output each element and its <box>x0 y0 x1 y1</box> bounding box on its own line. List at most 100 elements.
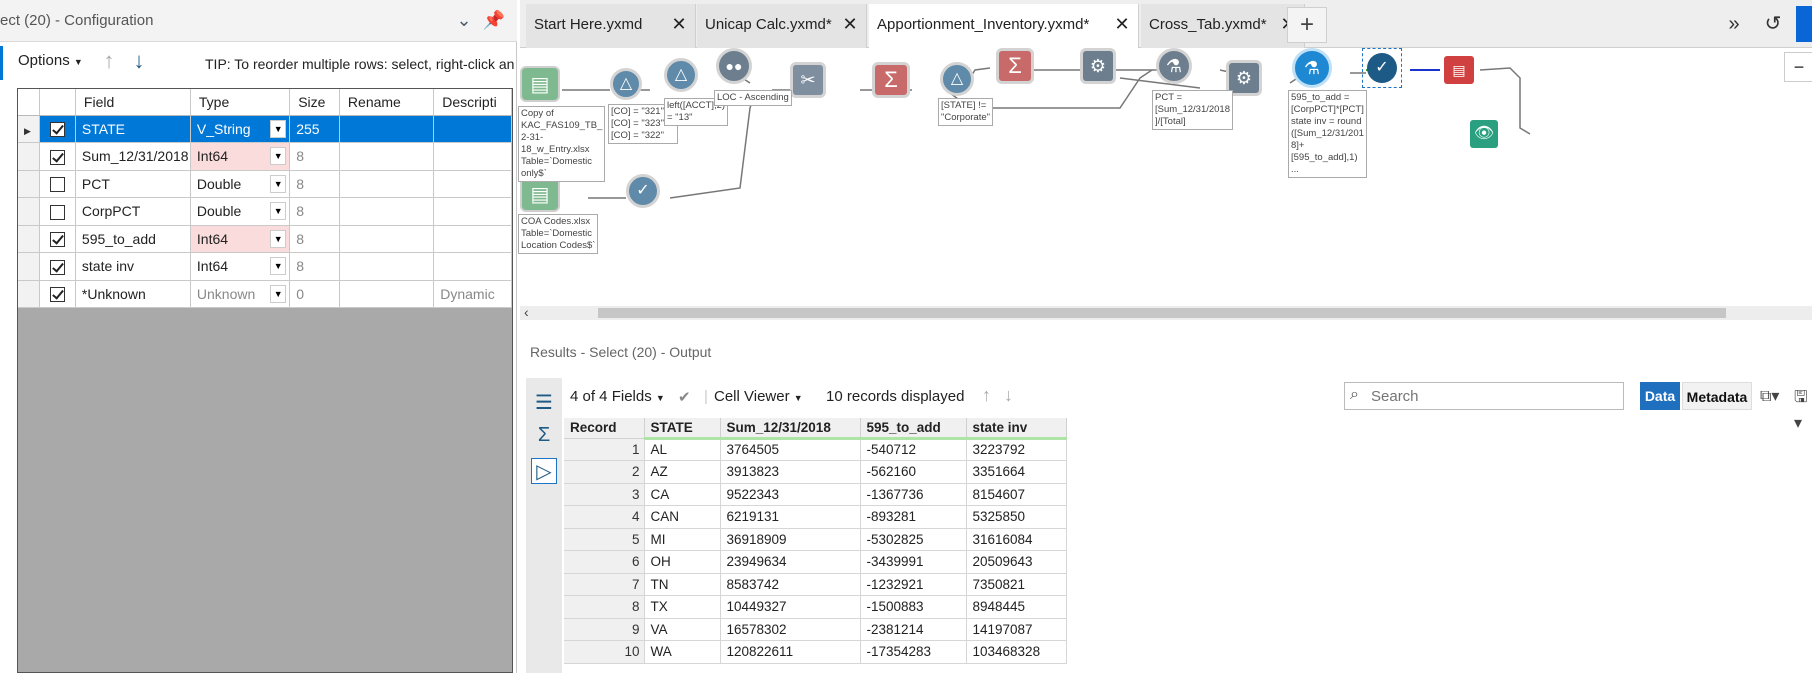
row-checkbox-cell[interactable] <box>39 115 76 143</box>
table-view-icon[interactable]: ☰ <box>535 392 553 414</box>
add-cell[interactable]: -1232921 <box>860 573 967 596</box>
row-checkbox-cell[interactable] <box>39 225 76 253</box>
search-input[interactable] <box>1371 386 1621 406</box>
add-cell[interactable]: -1367736 <box>860 483 967 506</box>
field-size[interactable]: 8 <box>289 142 340 171</box>
summarize-icon[interactable]: Σ <box>872 62 910 98</box>
field-rename[interactable] <box>339 197 435 226</box>
field-rename[interactable] <box>339 225 435 253</box>
column-header-state[interactable]: STATE <box>644 418 721 440</box>
state-inv-cell[interactable]: 14197087 <box>966 618 1067 641</box>
report-icon[interactable]: ▤ <box>1444 56 1474 84</box>
column-header-state-inv[interactable]: state inv <box>966 418 1067 440</box>
field-size[interactable]: 0 <box>289 280 340 308</box>
add-cell[interactable]: -540712 <box>860 438 967 461</box>
select-icon[interactable]: ✓ <box>1362 48 1402 88</box>
join-icon[interactable]: ✂ <box>790 62 826 98</box>
sum-cell[interactable]: 3764505 <box>720 438 861 461</box>
filter-icon[interactable]: △ <box>610 68 642 100</box>
field-size[interactable]: 8 <box>289 197 340 226</box>
gear-icon[interactable]: ⚙ <box>1080 48 1116 84</box>
dropdown-arrow-icon[interactable]: ▼ <box>270 174 287 193</box>
add-cell[interactable]: -562160 <box>860 460 967 484</box>
scrollbar-thumb[interactable] <box>598 308 1726 318</box>
state-cell[interactable]: VA <box>644 618 721 641</box>
state-cell[interactable]: CA <box>644 483 721 506</box>
field-type[interactable]: Int64▼ <box>190 252 291 281</box>
pin-icon[interactable]: 📌 <box>482 10 506 30</box>
column-header-record[interactable]: Record <box>564 418 645 439</box>
filter-icon[interactable]: △ <box>664 58 698 92</box>
field-type[interactable]: Int64▼ <box>190 225 291 253</box>
grid-header-type[interactable]: Type <box>190 89 291 116</box>
dropdown-arrow-icon[interactable]: ▼ <box>270 119 287 138</box>
sort-icon[interactable]: ●● <box>716 48 752 84</box>
field-rename[interactable] <box>339 142 435 171</box>
state-inv-cell[interactable]: 7350821 <box>966 573 1067 596</box>
field-rename[interactable] <box>339 280 435 308</box>
checkbox[interactable] <box>50 287 66 303</box>
sum-cell[interactable]: 10449327 <box>720 595 861 619</box>
options-button[interactable]: Options ▼ <box>18 52 83 69</box>
state-inv-cell[interactable]: 103468328 <box>966 640 1067 664</box>
checkbox[interactable] <box>50 259 66 275</box>
column-header-sum[interactable]: Sum_12/31/2018 <box>720 418 861 440</box>
tab-unicap-calc[interactable]: Unicap Calc.yxmd* ✕ <box>697 4 867 48</box>
data-button[interactable]: Data <box>1640 382 1680 410</box>
field-description[interactable]: Dynamic <box>433 280 512 308</box>
add-tab-button[interactable]: + <box>1287 7 1327 43</box>
scroll-left-icon[interactable]: ‹ <box>524 304 529 320</box>
state-cell[interactable]: TN <box>644 573 721 596</box>
state-inv-cell[interactable]: 3351664 <box>966 460 1067 484</box>
state-cell[interactable]: AL <box>644 438 721 461</box>
tab-apportionment-inventory[interactable]: Apportionment_Inventory.yxmd* ✕ <box>869 4 1139 48</box>
dropdown-arrow-icon[interactable]: ▼ <box>270 284 287 303</box>
sum-cell[interactable]: 23949634 <box>720 550 861 574</box>
dropdown-arrow-icon[interactable]: ▼ <box>270 202 287 220</box>
history-icon[interactable]: ↺ <box>1764 13 1782 35</box>
field-size[interactable]: 8 <box>289 252 340 281</box>
column-header-595-to-add[interactable]: 595_to_add <box>860 418 967 440</box>
field-size[interactable]: 255 <box>289 115 340 143</box>
checkbox[interactable] <box>50 149 66 165</box>
tab-start-here[interactable]: Start Here.yxmd ✕ <box>526 4 696 48</box>
grid-header-description[interactable]: Descripti <box>433 89 512 116</box>
select-icon[interactable]: ✓ <box>626 174 660 208</box>
sum-cell[interactable]: 9522343 <box>720 483 861 506</box>
sum-cell[interactable]: 36918909 <box>720 528 861 551</box>
checkbox[interactable] <box>50 232 66 248</box>
field-type[interactable]: Int64▼ <box>190 142 291 171</box>
sum-cell[interactable]: 120822611 <box>720 640 861 664</box>
field-rename[interactable] <box>339 170 435 198</box>
sigma-icon[interactable]: Σ <box>537 424 551 446</box>
grid-header-size[interactable]: Size <box>289 89 340 116</box>
output-anchor-icon[interactable]: ▷ <box>531 458 557 484</box>
state-cell[interactable]: AZ <box>644 460 721 484</box>
field-description[interactable] <box>433 142 512 171</box>
checkbox[interactable] <box>50 177 66 193</box>
dropdown-arrow-icon[interactable]: ▼ <box>270 229 287 248</box>
sum-cell[interactable]: 16578302 <box>720 618 861 641</box>
add-cell[interactable]: -1500883 <box>860 595 967 619</box>
checkbox[interactable] <box>50 122 66 138</box>
field-description[interactable] <box>433 225 512 253</box>
state-cell[interactable]: OH <box>644 550 721 574</box>
formula-icon[interactable]: ⚗ <box>1292 48 1332 88</box>
field-description[interactable] <box>433 170 512 198</box>
arrow-up-icon[interactable]: ↑ <box>982 385 991 405</box>
move-down-icon[interactable]: ↓ <box>133 48 145 73</box>
state-cell[interactable]: WA <box>644 640 721 664</box>
cell-viewer-selector[interactable]: Cell Viewer ▼ <box>714 388 803 405</box>
field-description[interactable] <box>433 115 512 143</box>
input-data-icon[interactable]: ▤ <box>520 66 560 102</box>
state-inv-cell[interactable]: 31616084 <box>966 528 1067 551</box>
grid-header-rename[interactable]: Rename <box>339 89 435 116</box>
formula-icon[interactable]: ⚗ <box>1156 48 1192 84</box>
field-type[interactable]: V_String▼ <box>190 115 291 143</box>
close-icon[interactable]: ✕ <box>671 14 687 34</box>
state-inv-cell[interactable]: 8948445 <box>966 595 1067 619</box>
